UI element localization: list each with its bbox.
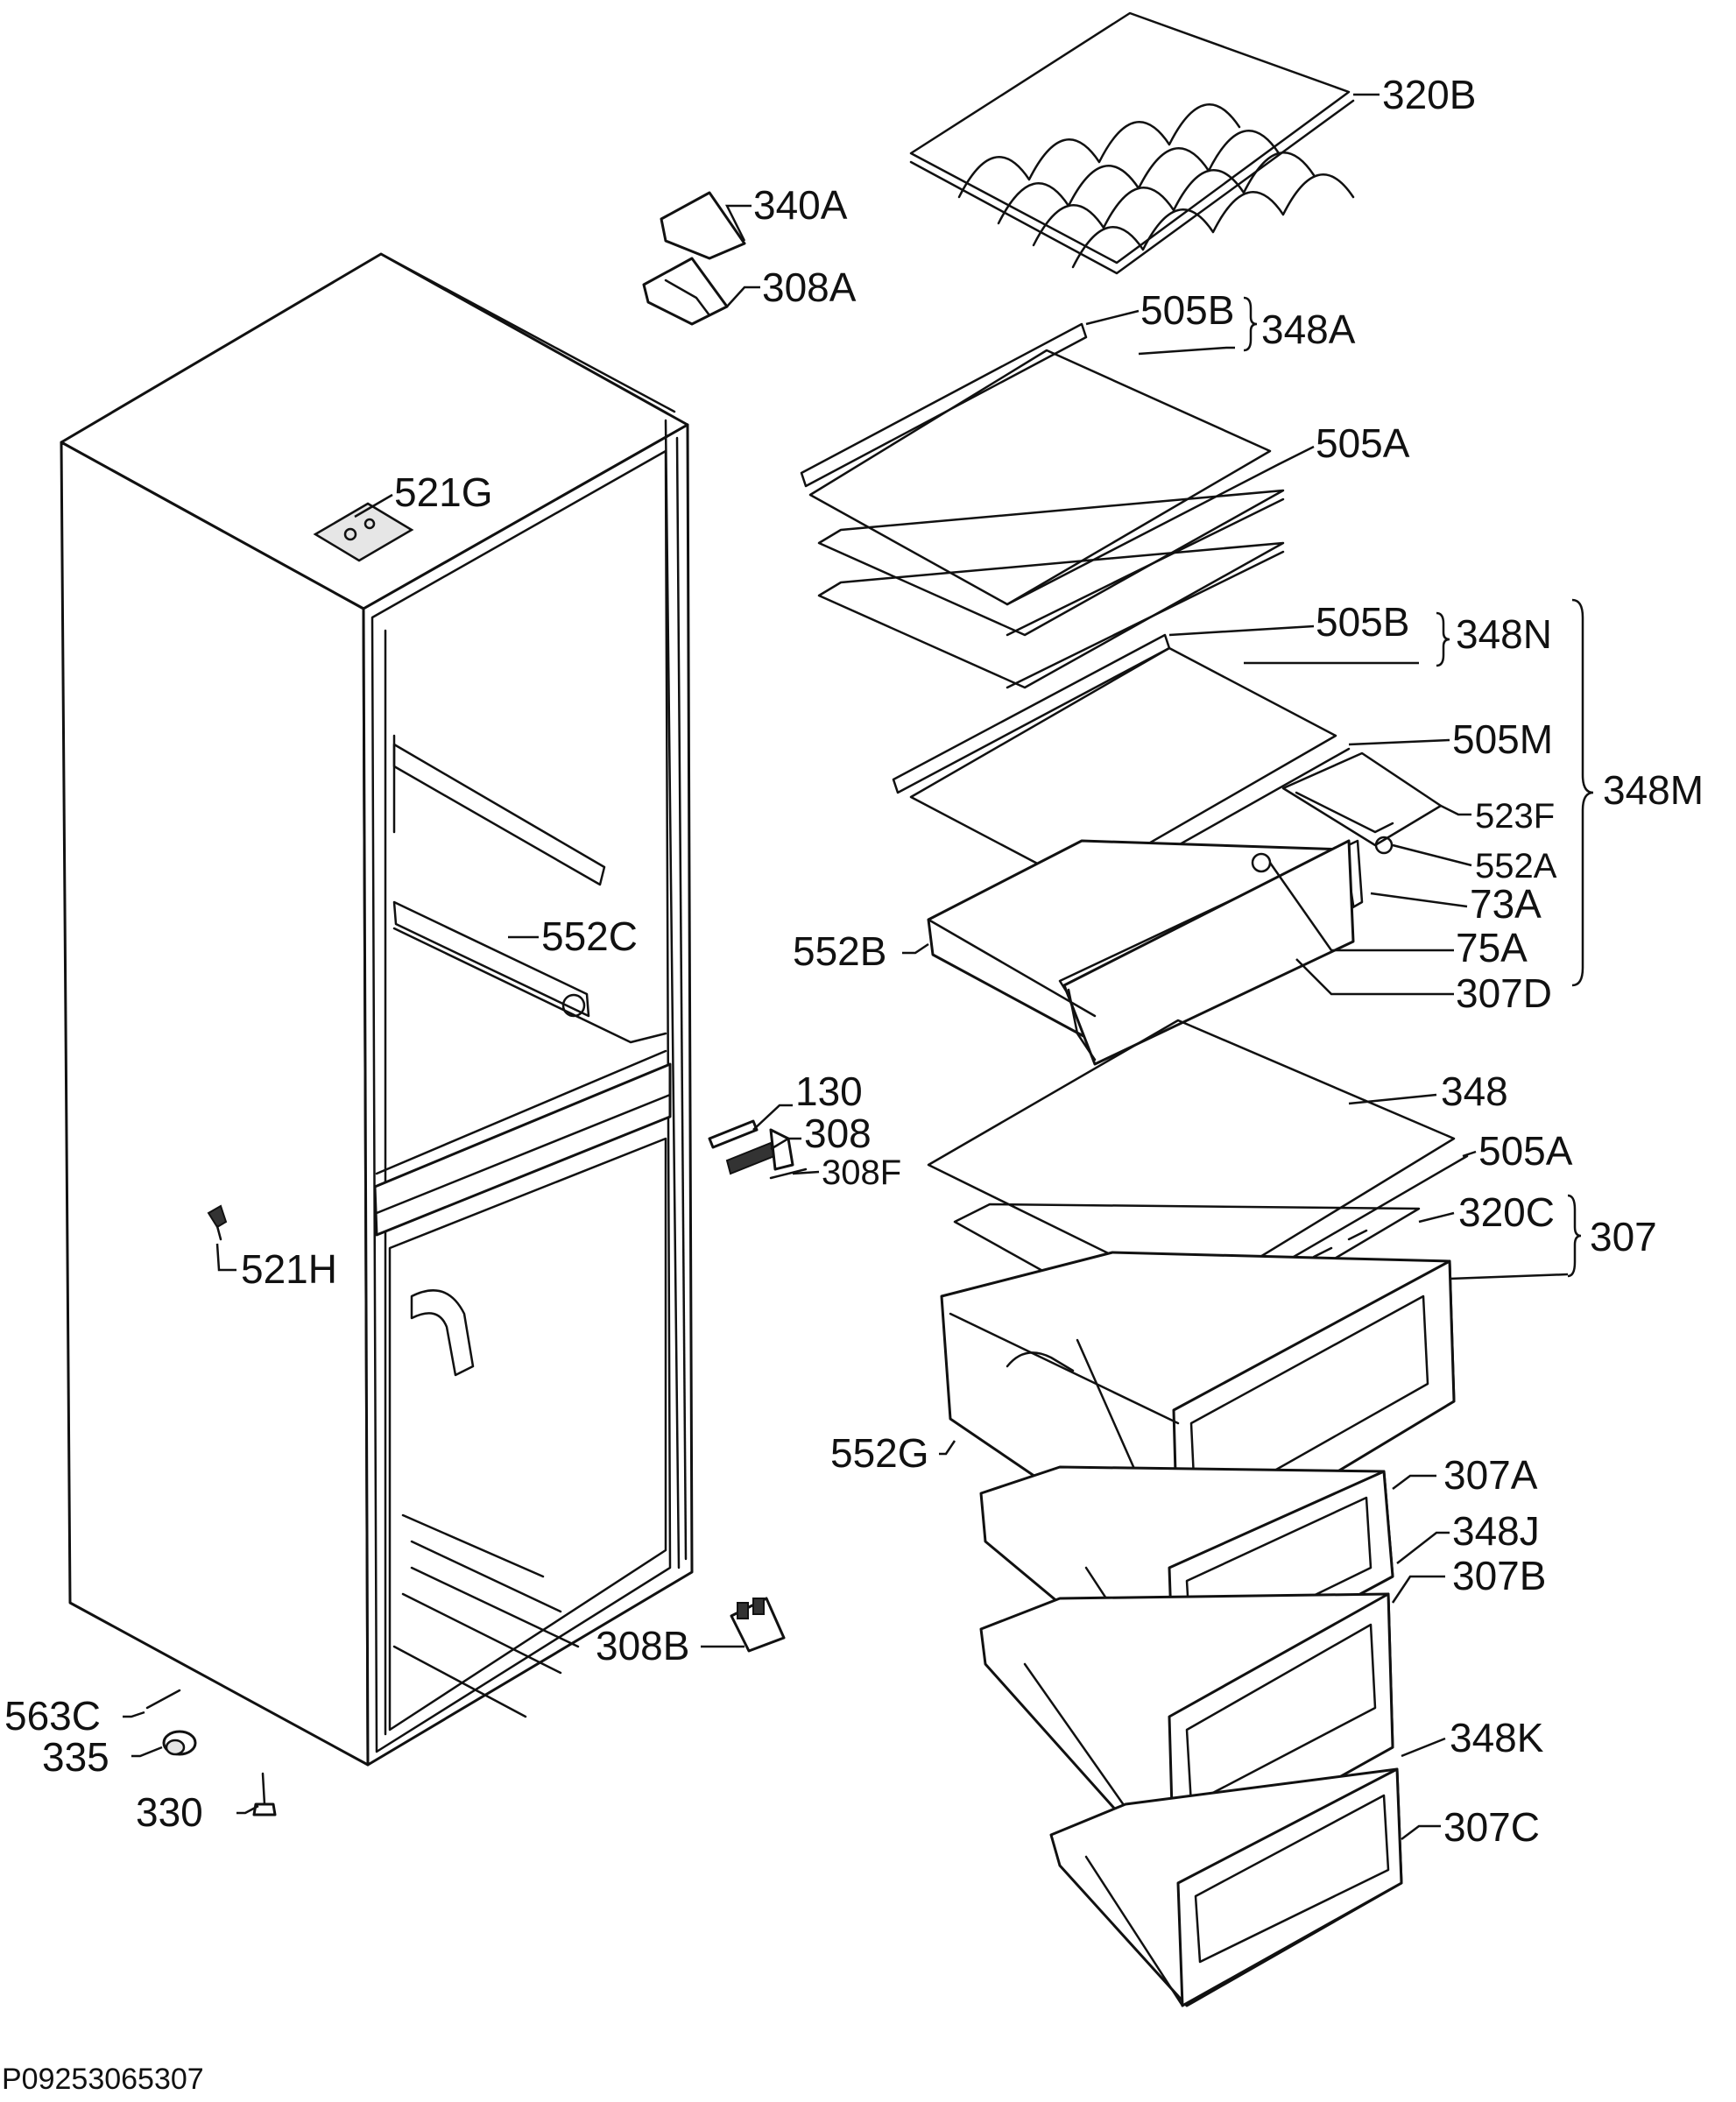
label-552b: 552B xyxy=(793,928,886,974)
label-307: 307 xyxy=(1590,1214,1657,1259)
label-307c: 307C xyxy=(1443,1804,1540,1850)
glass-shelf-348a xyxy=(800,322,1281,606)
label-75a: 75A xyxy=(1456,925,1528,970)
label-308a: 308A xyxy=(762,265,857,310)
label-307a: 307A xyxy=(1443,1452,1538,1498)
label-348m: 348M xyxy=(1603,767,1704,813)
label-130: 130 xyxy=(795,1069,863,1114)
label-308b: 308B xyxy=(596,1623,689,1668)
label-340a: 340A xyxy=(753,182,848,228)
label-348a: 348A xyxy=(1261,307,1356,352)
label-505b-top: 505B xyxy=(1140,287,1234,333)
top-hinge-parts xyxy=(642,191,746,326)
screw-330 xyxy=(252,1772,277,1816)
freezer-drawer-307c xyxy=(1049,1767,1403,2007)
label-348k: 348K xyxy=(1450,1715,1544,1760)
label-348j: 348J xyxy=(1452,1508,1540,1554)
brackets xyxy=(1243,296,1594,1278)
callout-labels: 320B 340A 308A 505B 348A 505A 521G 505B … xyxy=(4,72,1704,1850)
cover-340a xyxy=(660,191,746,260)
label-505a-bot: 505A xyxy=(1478,1128,1573,1174)
fridge-cabinet xyxy=(60,252,694,1767)
label-505m: 505M xyxy=(1452,716,1553,762)
pin-563c xyxy=(145,1689,181,1710)
label-348n: 348N xyxy=(1456,611,1552,657)
foot-335 xyxy=(162,1730,197,1756)
label-308f: 308F xyxy=(822,1153,901,1192)
label-523f: 523F xyxy=(1475,797,1555,836)
bottom-hinge-308b xyxy=(730,1597,786,1653)
label-330: 330 xyxy=(136,1789,203,1835)
label-552c: 552C xyxy=(541,913,638,959)
glass-shelf-505a-2 xyxy=(817,541,1285,689)
label-521g: 521G xyxy=(394,469,493,515)
foot-parts xyxy=(145,1689,277,1816)
label-320b: 320B xyxy=(1382,72,1476,117)
label-348: 348 xyxy=(1441,1069,1508,1114)
label-505b-mid: 505B xyxy=(1316,599,1409,645)
middle-hinge-parts xyxy=(708,1119,808,1180)
label-521h: 521H xyxy=(241,1246,337,1292)
label-73a: 73A xyxy=(1470,881,1542,927)
leader-lines xyxy=(123,93,1569,1840)
wine-rack-320b xyxy=(909,11,1355,275)
label-320c: 320C xyxy=(1458,1189,1555,1235)
label-307b: 307B xyxy=(1452,1553,1546,1598)
label-307d: 307D xyxy=(1456,970,1552,1016)
label-308: 308 xyxy=(804,1111,872,1156)
label-552g: 552G xyxy=(830,1430,929,1476)
label-505a-top: 505A xyxy=(1316,420,1410,466)
label-552a: 552A xyxy=(1475,847,1557,885)
drawing-code: P09253065307 xyxy=(2,2063,204,2096)
label-563c: 563C xyxy=(4,1693,101,1739)
drawer-307d xyxy=(927,751,1443,1066)
glass-shelf-505a-1 xyxy=(817,489,1285,637)
label-335: 335 xyxy=(42,1734,109,1780)
